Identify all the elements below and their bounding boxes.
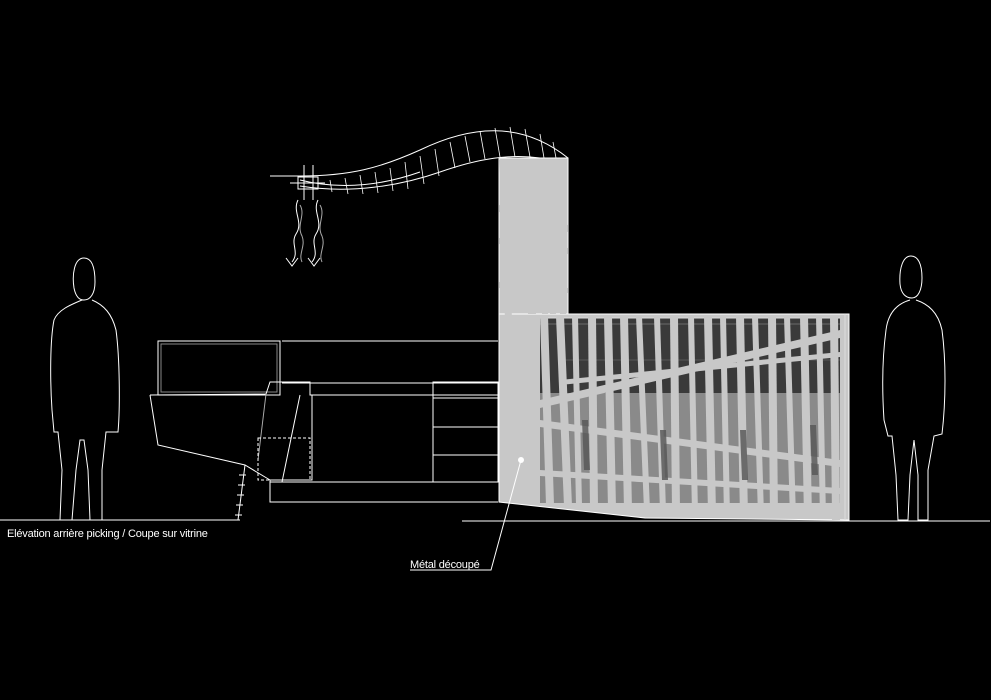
left-person-silhouette: [50, 257, 120, 521]
right-person-silhouette: [882, 255, 946, 521]
cut-metal-panel: [498, 157, 850, 521]
ground-lines: [0, 519, 990, 522]
material-leader-line: [410, 459, 522, 571]
drawing-title: Elévation arrière picking / Coupe sur vi…: [7, 528, 208, 540]
material-label: Métal découpé: [410, 559, 480, 571]
wavy-canopy: [270, 126, 569, 267]
vitrine-section: [149, 340, 499, 521]
